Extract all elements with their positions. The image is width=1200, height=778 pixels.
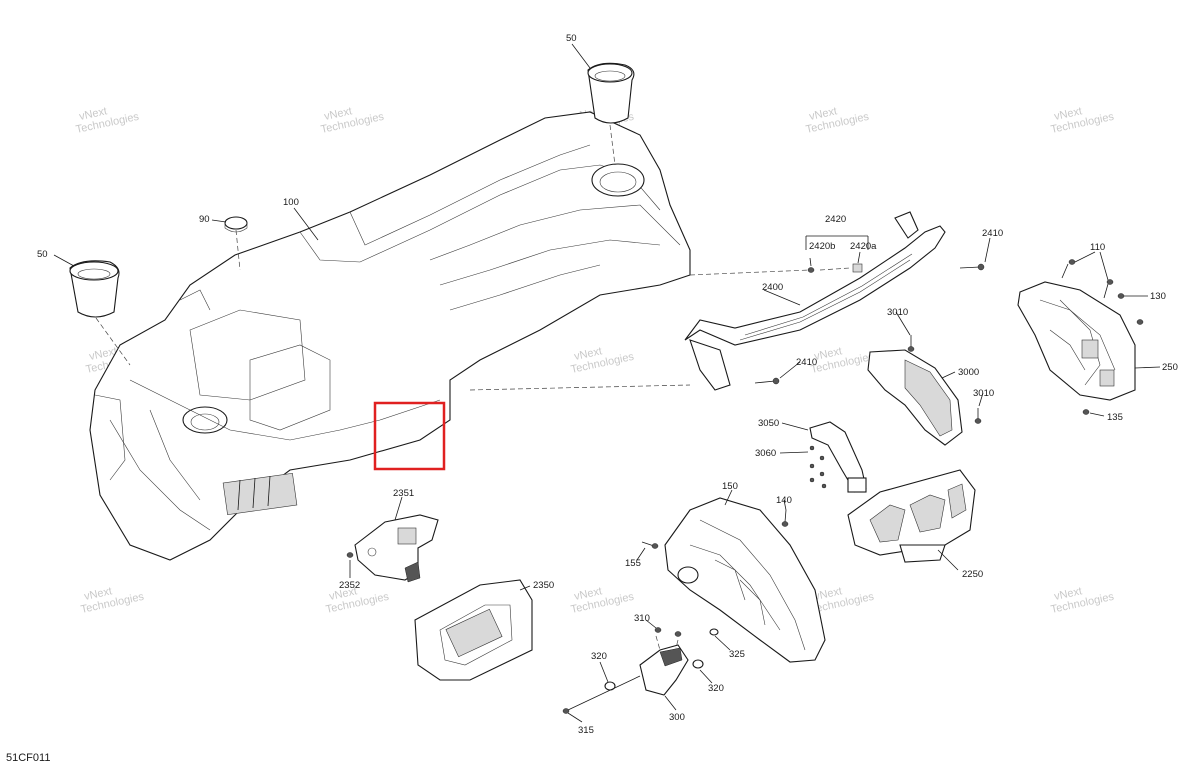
- label-2352: 2352: [339, 580, 360, 591]
- side-panel-150: [664, 497, 826, 663]
- diagram-code: 51CF011: [6, 752, 51, 764]
- label-325: 325: [729, 649, 745, 660]
- watermark: vNext: [1053, 585, 1083, 603]
- label-135: 135: [1107, 412, 1123, 423]
- label-155: 155: [625, 558, 641, 569]
- label-2420: 2420: [825, 214, 846, 225]
- fastener-2420b: [807, 267, 815, 273]
- watermark: vNext: [323, 105, 353, 123]
- instrument-cluster-2350: [414, 579, 533, 681]
- screws-110-130-135: [1061, 259, 1144, 415]
- side-panel-250: [1017, 281, 1136, 401]
- watermark: vNext: [83, 585, 113, 603]
- screw-2352: [346, 552, 354, 558]
- label-150: 150: [722, 481, 738, 492]
- label-2250: 2250: [962, 569, 983, 580]
- plug-90: [224, 216, 248, 233]
- label-250: 250: [1162, 362, 1178, 373]
- label-320-left: 320: [591, 651, 607, 662]
- label-2410-top: 2410: [982, 228, 1003, 239]
- label-2350: 2350: [533, 580, 554, 591]
- label-110: 110: [1090, 242, 1105, 253]
- bracket-3000: [867, 349, 963, 446]
- label-2351: 2351: [393, 488, 414, 499]
- label-130: 130: [1150, 291, 1166, 302]
- watermark: vNext: [573, 345, 603, 363]
- label-50-top: 50: [566, 33, 577, 44]
- label-310: 310: [634, 613, 650, 624]
- leader-lines: [53, 43, 1161, 723]
- bolt-2410-bottom: [754, 377, 780, 385]
- label-90: 90: [199, 214, 210, 225]
- part-labels: 50 50 90 100 2420 2420b 2420a 2410 2400 …: [37, 33, 1178, 736]
- dashboard-main-body: [89, 111, 691, 561]
- label-2420a: 2420a: [850, 241, 877, 252]
- label-3050: 3050: [758, 418, 779, 429]
- bolt-2410-top: [959, 263, 985, 271]
- label-300: 300: [669, 712, 685, 723]
- dash-vent-left: [222, 472, 298, 516]
- watermark: vNext: [1053, 105, 1083, 123]
- highlighted-area: [373, 401, 446, 471]
- watermark: vNext: [813, 345, 843, 363]
- cup-holder-insert-top: [587, 62, 635, 124]
- label-2410-bottom: 2410: [796, 357, 817, 368]
- clips-3060: [809, 445, 827, 489]
- label-100: 100: [283, 197, 299, 208]
- vent-panel-2250: [847, 469, 976, 563]
- watermark: vNext: [813, 585, 843, 603]
- label-50-left: 50: [37, 249, 48, 260]
- label-3010-top: 3010: [887, 307, 908, 318]
- label-3060: 3060: [755, 448, 776, 459]
- fasteners-310-315-320-325: [562, 627, 719, 714]
- screws-140-155: [641, 509, 789, 549]
- label-315: 315: [578, 725, 594, 736]
- label-140: 140: [776, 495, 792, 506]
- watermark: vNext: [78, 105, 108, 123]
- watermark: vNext: [808, 105, 838, 123]
- cross-bar-2400: [684, 211, 946, 391]
- screws-3010: [907, 335, 982, 424]
- label-2420b: 2420b: [809, 241, 835, 252]
- cup-holder-insert-left: [69, 260, 120, 318]
- fastener-2420a: [852, 263, 863, 273]
- watermark: vNext: [328, 585, 358, 603]
- label-320-right: 320: [708, 683, 724, 694]
- label-3010-bottom: 3010: [973, 388, 994, 399]
- label-3000: 3000: [958, 367, 979, 378]
- bracket-3050: [809, 421, 867, 493]
- bracket-300: [639, 644, 689, 696]
- bracket-2351: [354, 514, 439, 583]
- watermark: vNext: [573, 585, 603, 603]
- watermark: vNext: [88, 345, 118, 363]
- label-2400: 2400: [762, 282, 783, 293]
